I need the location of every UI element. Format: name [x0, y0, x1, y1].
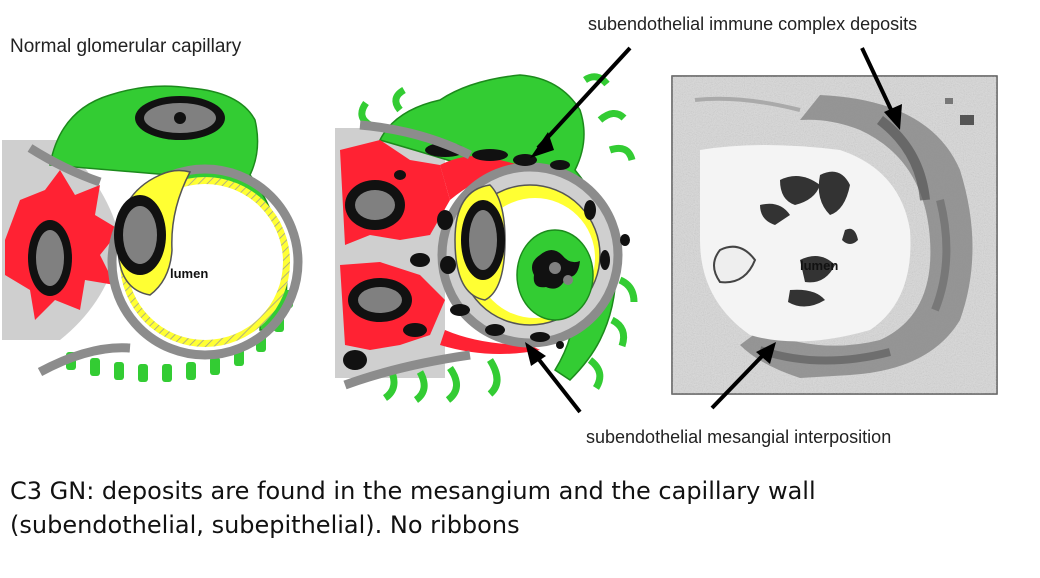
immune-deposits: [343, 143, 630, 370]
foot-processes-c3: [358, 73, 638, 403]
electron-micrograph: lumen: [671, 75, 998, 395]
figure-caption: C3 GN: deposits are found in the mesangi…: [10, 474, 1010, 542]
arrow-deposits-to-diagram: [536, 46, 632, 150]
c3gn-capillary-diagram: [335, 73, 638, 403]
normal-capillary-title: Normal glomerular capillary: [10, 36, 242, 57]
caption-line-2: (subendothelial, subepithelial). No ribb…: [10, 511, 520, 539]
caption-line-1: C3 GN: deposits are found in the mesangi…: [10, 477, 816, 505]
micrograph-lumen-label: lumen: [800, 258, 838, 273]
basement-membrane: [107, 164, 303, 360]
arrow-interposition-to-diagram: [531, 350, 582, 414]
arrows: [525, 46, 902, 414]
arrow-interposition-to-micrograph: [710, 348, 770, 410]
normal-capillary-diagram: lumen: [2, 85, 303, 382]
interposition-label: subendothelial mesangial interposition: [586, 427, 892, 447]
micrograph-lumen: [700, 145, 911, 342]
arrow-deposits-to-micrograph: [860, 47, 897, 119]
intraluminal-cells: [760, 171, 858, 307]
normal-lumen-label: lumen: [170, 266, 208, 281]
deposits-label: subendothelial immune complex deposits: [588, 14, 918, 34]
